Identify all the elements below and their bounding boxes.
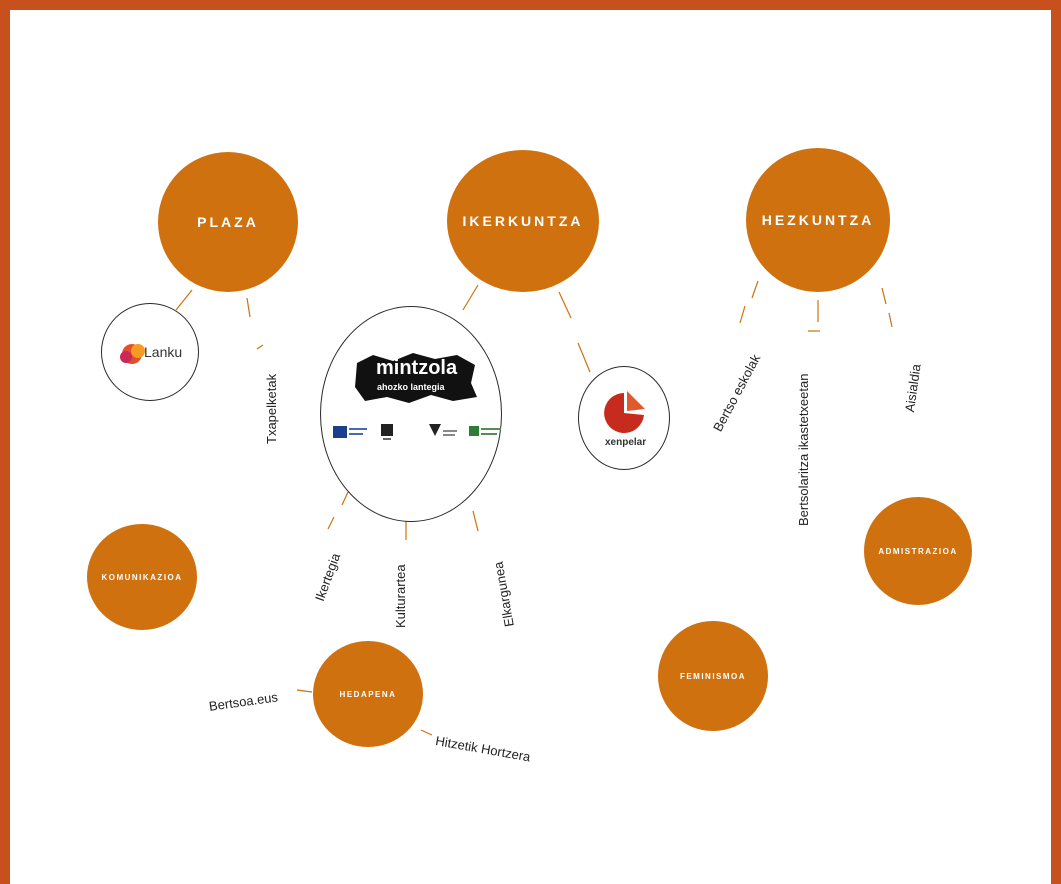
- node-hedapena-label: HEDAPENA: [339, 689, 397, 699]
- connector: [246, 297, 251, 318]
- label-bertsolaritza-ikastetxeetan: Bertsolaritza ikastetxeetan: [796, 373, 811, 526]
- connector: [256, 344, 264, 350]
- node-admistrazioa-label: ADMISTRAZIOA: [878, 546, 958, 556]
- label-kulturartea: Kulturartea: [393, 564, 408, 628]
- connector: [888, 312, 893, 328]
- lanku-logo-circle[interactable]: Lanku: [101, 303, 199, 401]
- mintzola-logo-splash: [355, 353, 477, 403]
- connector: [751, 280, 759, 299]
- node-komunikazioa[interactable]: KOMUNIKAZIOA: [87, 524, 197, 630]
- connector: [175, 289, 193, 311]
- label-txapelketak: Txapelketak: [264, 373, 279, 444]
- connector: [420, 729, 433, 736]
- connector: [577, 342, 591, 373]
- node-feminismoa-label: FEMINISMOA: [679, 671, 747, 681]
- mintzola-logo-name: mintzola: [376, 357, 458, 379]
- lanku-logo-icon: [120, 344, 145, 364]
- connector: [881, 287, 887, 305]
- node-plaza[interactable]: PLAZA: [158, 152, 298, 292]
- node-hezkuntza[interactable]: HEZKUNTZA: [746, 148, 890, 292]
- connector: [739, 305, 746, 324]
- connector: [341, 491, 349, 506]
- connector: [472, 510, 479, 532]
- connector: [558, 291, 572, 319]
- node-hedapena[interactable]: HEDAPENA: [313, 641, 423, 747]
- partner-logos: [333, 424, 501, 440]
- node-feminismoa[interactable]: FEMINISMOA: [658, 621, 768, 731]
- node-plaza-label: PLAZA: [197, 214, 259, 230]
- lanku-logo-text: Lanku: [144, 344, 183, 360]
- mintzola-logo-circle[interactable]: mintzola ahozko lantegia: [320, 306, 502, 522]
- node-komunikazioa-label: KOMUNIKAZIOA: [101, 572, 183, 582]
- node-ikerkuntza[interactable]: IKERKUNTZA: [447, 150, 599, 292]
- xenpelar-logo-icon: [604, 391, 645, 433]
- xenpelar-logo-text: xenpelar: [605, 437, 647, 448]
- mintzola-logo-subtitle: ahozko lantegia: [377, 382, 445, 392]
- node-hezkuntza-label: HEZKUNTZA: [761, 212, 875, 228]
- connector: [327, 516, 335, 530]
- xenpelar-logo-circle[interactable]: xenpelar: [578, 366, 670, 470]
- node-ikerkuntza-label: IKERKUNTZA: [462, 213, 584, 229]
- connector: [462, 284, 479, 311]
- connector: [296, 689, 313, 693]
- node-admistrazioa[interactable]: ADMISTRAZIOA: [864, 497, 972, 605]
